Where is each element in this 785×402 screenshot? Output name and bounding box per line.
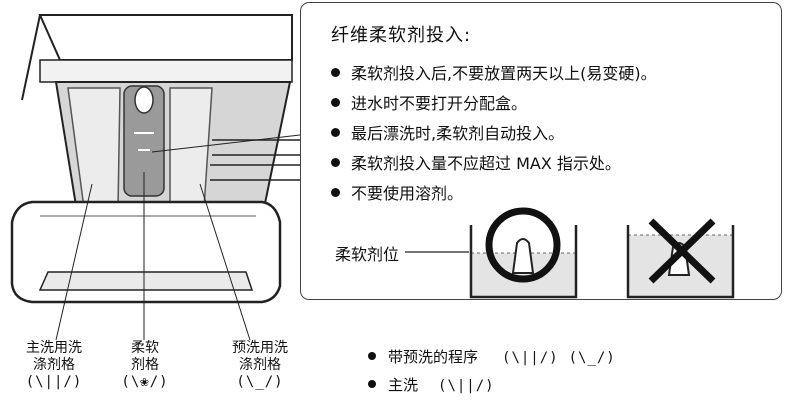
bullet-item: 进水时不要打开分配盒。 (331, 89, 657, 119)
bullet-dot-icon (368, 379, 376, 388)
bullet-dot-icon (331, 98, 340, 107)
main-wash-compartment-label: 主洗用洗 涤剂格 (\||/) (4, 340, 104, 391)
softener-level-label: 柔软剂位 (335, 245, 400, 264)
softener-compartment-label: 柔软 剂格 (\❀/) (110, 340, 180, 391)
prewash-compartment-label: 预洗用洗 涤剂格 (\_/) (210, 340, 310, 391)
circle-ok-icon (485, 207, 561, 283)
legend-main-wash: 主洗(\||/) (368, 374, 495, 395)
bullet-dot-icon (368, 351, 376, 360)
pointer-prewash (199, 183, 251, 341)
washer-left-edge (21, 14, 41, 101)
bullet-dot-icon (331, 68, 340, 77)
bullet-dot-icon (331, 188, 340, 197)
correct-siphon (511, 238, 535, 274)
prewash-icon: (\_/) (236, 374, 284, 390)
main-wash-icon: (\||/) (25, 374, 83, 390)
bullet-dot-icon (331, 128, 340, 137)
main-wash-icon: (\||/) (438, 378, 495, 394)
pointer-to-callout (151, 134, 301, 153)
bullet-item: 柔软剂投入后,不要放置两天以上(易变硬)。 (331, 59, 657, 89)
prewash-icon: (\_/) (568, 350, 616, 366)
bullet-dot-icon (331, 158, 340, 167)
softener-siphon-cap (134, 86, 154, 114)
main-wash-icon: (\||/) (502, 350, 559, 366)
bullet-item: 柔软剂投入量不应超过 MAX 指示处。 (331, 149, 657, 179)
correct-beaker (469, 207, 578, 299)
handle-grip (38, 271, 254, 291)
legend-prewash-program: 带预洗的程序(\||/)(\_/) (368, 346, 616, 367)
bullet-item: 最后漂洗时,柔软剂自动投入。 (331, 119, 657, 149)
softener-callout-box: 纤维柔软剂投入: 柔软剂投入后,不要放置两天以上(易变硬)。 进水时不要打开分配… (300, 2, 782, 300)
bullet-item: 不要使用溶剂。 (331, 179, 657, 209)
softener-flower-icon: (\❀/) (121, 374, 169, 390)
pointer-main-wash (55, 183, 93, 341)
correct-wrong-diagram (405, 207, 735, 299)
callout-bullet-list: 柔软剂投入后,不要放置两天以上(易变硬)。 进水时不要打开分配盒。 最后漂洗时,… (331, 59, 657, 209)
washer-top-panel (38, 14, 293, 61)
callout-title: 纤维柔软剂投入: (331, 25, 472, 46)
drawer-opening-frame (39, 59, 293, 83)
wrong-beaker (626, 218, 735, 299)
